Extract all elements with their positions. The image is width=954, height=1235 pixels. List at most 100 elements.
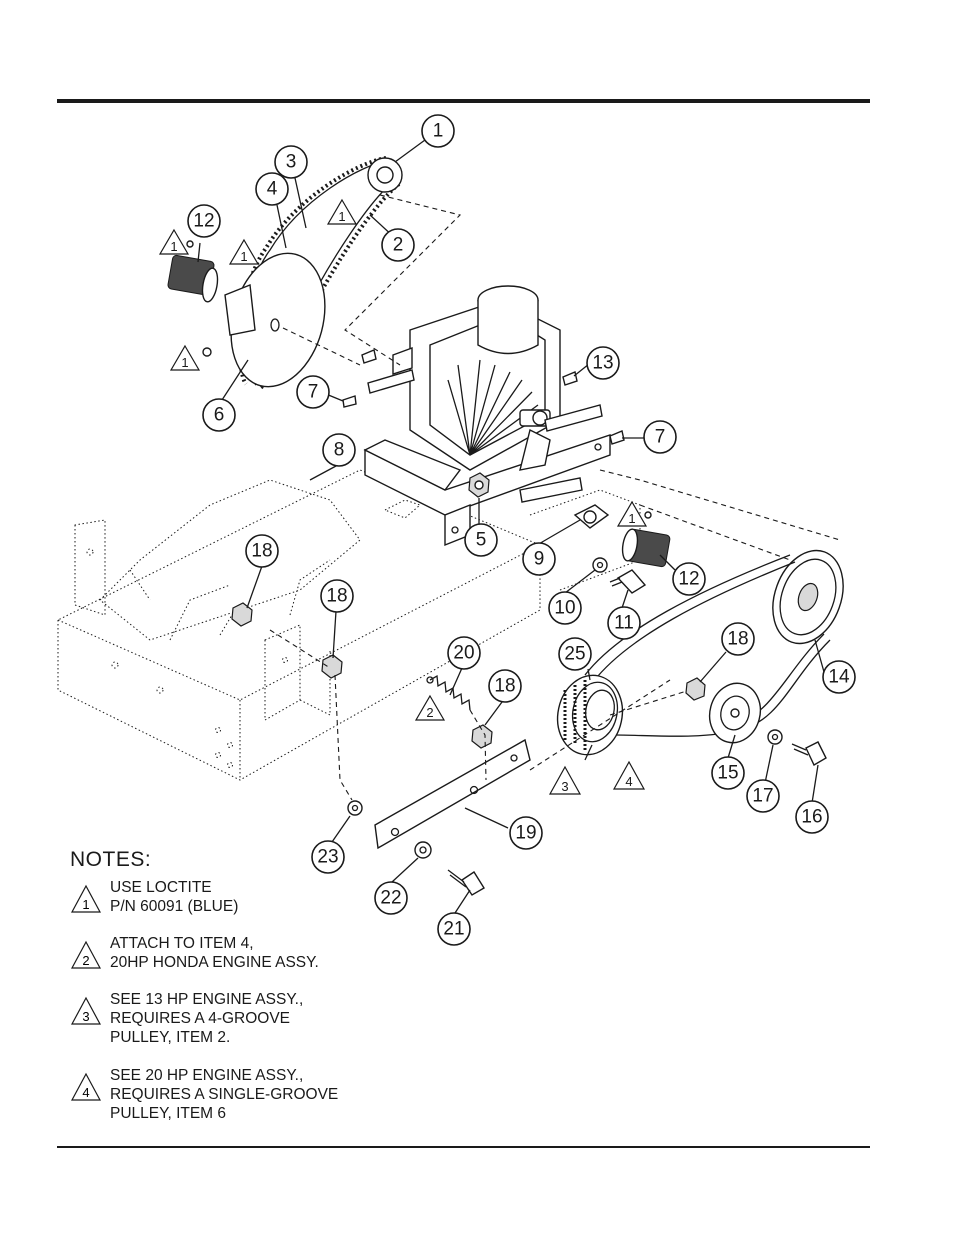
flag-note-4-pulley: 4	[612, 760, 646, 790]
note-4: 4 SEE 20 HP ENGINE ASSY., REQUIRES A SIN…	[70, 1066, 400, 1142]
svg-text:1: 1	[628, 511, 635, 526]
svg-text:3: 3	[286, 152, 297, 173]
svg-text:17: 17	[752, 786, 773, 807]
callout-10: 10	[548, 591, 582, 625]
svg-text:1: 1	[338, 209, 345, 224]
callout-16: 16	[795, 800, 829, 834]
callout-9: 9	[522, 542, 556, 576]
svg-text:2: 2	[426, 705, 433, 720]
svg-text:18: 18	[494, 676, 515, 697]
callout-12-right: 12	[672, 562, 706, 596]
svg-text:9: 9	[534, 549, 545, 570]
flag-note-1-setscrew: 1	[169, 344, 201, 371]
callout-3: 3	[274, 145, 308, 179]
svg-text:1: 1	[181, 355, 188, 370]
note-4-flag-icon: 4	[70, 1072, 102, 1101]
svg-text:2: 2	[393, 235, 404, 256]
engine-housing	[392, 285, 561, 471]
note-3-flag-icon: 3	[70, 996, 102, 1025]
svg-text:4: 4	[267, 179, 278, 200]
svg-text:20: 20	[453, 643, 474, 664]
svg-text:19: 19	[515, 823, 536, 844]
knurled-knob-left	[167, 240, 256, 357]
hex-nuts-18	[231, 602, 493, 749]
svg-text:16: 16	[801, 807, 822, 828]
callout-15: 15	[711, 756, 745, 790]
callout-1: 1	[421, 114, 455, 148]
chain-sprocket-drive	[230, 156, 462, 391]
callout-22: 22	[374, 881, 408, 915]
svg-text:3: 3	[82, 1009, 89, 1024]
svg-text:11: 11	[614, 613, 634, 634]
belt-pulley-system	[529, 469, 844, 771]
frame-assembly	[57, 469, 641, 781]
note-3-text: SEE 13 HP ENGINE ASSY., REQUIRES A 4-GRO…	[110, 991, 304, 1046]
svg-text:23: 23	[317, 847, 338, 868]
note-2-text: ATTACH TO ITEM 4, 20HP HONDA ENGINE ASSY…	[110, 935, 319, 971]
callout-25: 25	[558, 637, 592, 671]
note-1: 1 USE LOCTITE P/N 60091 (BLUE)	[70, 878, 400, 934]
shaft-keys	[342, 349, 625, 445]
flag-note-1-sprocket: 1	[228, 238, 260, 265]
svg-text:7: 7	[655, 427, 666, 448]
svg-text:22: 22	[380, 888, 401, 909]
idler-bracket-19	[374, 738, 531, 850]
callout-12-left: 12	[187, 204, 221, 238]
callout-13: 13	[586, 346, 620, 380]
callout-21: 21	[437, 912, 471, 946]
callout-18-frame-left: 18	[245, 534, 279, 568]
callout-6: 6	[202, 398, 236, 432]
notes-title: NOTES:	[70, 848, 152, 871]
svg-text:1: 1	[433, 121, 444, 142]
note-3: 3 SEE 13 HP ENGINE ASSY., REQUIRES A 4-G…	[70, 990, 400, 1066]
callout-7-right: 7	[643, 420, 677, 454]
shafts	[367, 369, 603, 503]
svg-text:3: 3	[561, 779, 568, 794]
svg-text:13: 13	[592, 353, 613, 374]
flag-note-1-right-knob: 1	[616, 500, 648, 527]
svg-text:4: 4	[82, 1085, 89, 1100]
callout-2: 2	[381, 228, 415, 262]
hex-nut-5	[468, 472, 490, 498]
svg-text:18: 18	[326, 586, 347, 607]
callout-18-idler: 18	[721, 622, 755, 656]
callout-17: 17	[746, 779, 780, 813]
flag-note-1-knob: 1	[158, 228, 190, 255]
svg-text:18: 18	[251, 541, 272, 562]
callout-5: 5	[464, 523, 498, 557]
svg-text:21: 21	[443, 919, 464, 940]
top-rule	[57, 99, 870, 103]
bearing-washer-bolt	[573, 504, 647, 594]
flag-note-2-spring: 2	[414, 694, 446, 721]
note-1-text: USE LOCTITE P/N 60091 (BLUE)	[110, 879, 239, 915]
note-4-text: SEE 20 HP ENGINE ASSY., REQUIRES A SINGL…	[110, 1067, 339, 1122]
svg-text:2: 2	[82, 953, 89, 968]
svg-text:7: 7	[308, 382, 319, 403]
callout-14: 14	[822, 660, 856, 694]
svg-text:6: 6	[214, 405, 225, 426]
svg-text:8: 8	[334, 440, 345, 461]
note-2-flag-icon: 2	[70, 940, 102, 969]
svg-text:1: 1	[170, 239, 177, 254]
washers-and-bolt-21	[269, 629, 487, 896]
svg-text:12: 12	[193, 211, 214, 232]
note-1-flag-icon: 1	[70, 884, 102, 913]
callout-23: 23	[311, 840, 345, 874]
engine-mount-plate	[363, 434, 611, 547]
svg-text:5: 5	[476, 530, 487, 551]
callout-7-left: 7	[296, 375, 330, 409]
svg-text:25: 25	[564, 644, 585, 665]
flag-note-1-chain: 1	[326, 198, 358, 225]
callout-4: 4	[255, 172, 289, 206]
svg-text:14: 14	[828, 667, 850, 688]
svg-text:18: 18	[727, 629, 748, 650]
callout-18-bracket: 18	[488, 669, 522, 703]
note-2: 2 ATTACH TO ITEM 4, 20HP HONDA ENGINE AS…	[70, 934, 400, 990]
callout-11: 11	[607, 606, 641, 640]
bottom-rule	[57, 1146, 870, 1148]
callout-8: 8	[322, 433, 356, 467]
svg-text:12: 12	[678, 569, 699, 590]
callout-19: 19	[509, 816, 543, 850]
notes-section: NOTES: 1 USE LOCTITE P/N 60091 (BLUE) 2 …	[70, 848, 400, 1142]
